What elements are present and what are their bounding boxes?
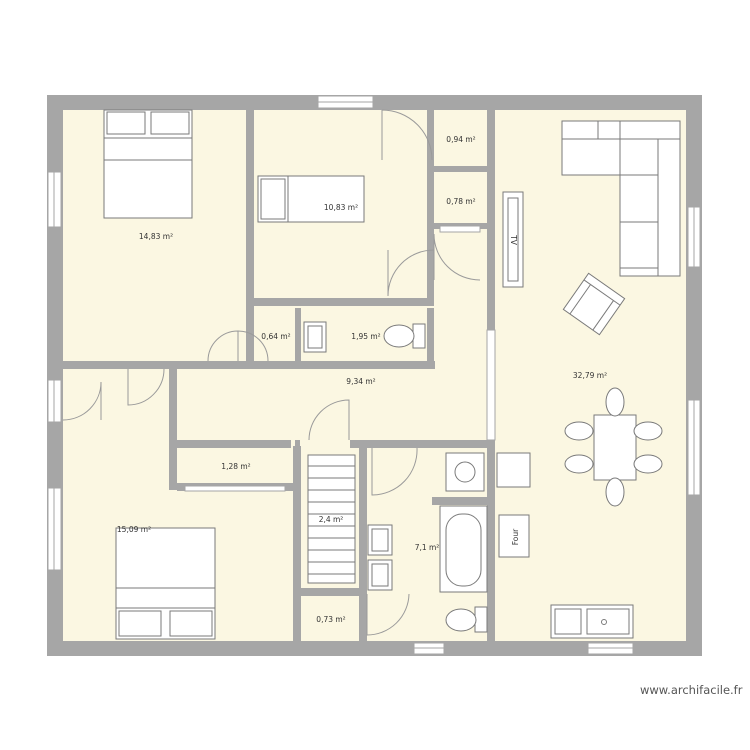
room-area-bedroom-1: 14,83 m² [139,232,173,241]
room-area-stairs: 2,4 m² [319,515,344,524]
tv-icon [502,191,524,288]
armchair-icon [562,272,626,336]
room-area-closet-4: 0,73 m² [316,615,345,624]
double-bed-icon [115,527,216,640]
dining-table-icon [564,387,663,507]
sofa-icon [561,120,681,277]
room-area-toilet: 1,95 m² [351,332,380,341]
double-bed-icon [103,109,193,219]
kitchen-sink-icon [550,604,634,639]
freezer-icon [496,452,531,488]
room-area-closet-2: 0,78 m² [446,197,475,206]
toilet-icon [445,606,488,633]
single-bed-icon [257,175,365,223]
room-area-bedroom-2: 10,83 m² [324,203,358,212]
room-area-storage: 1,28 m² [221,462,250,471]
oven-label: Four [511,528,520,545]
room-area-closet-1: 0,94 m² [446,135,475,144]
furniture [103,109,681,640]
room-area-hallway: 9,34 m² [346,377,375,386]
watermark: www.archifacile.fr [640,683,743,697]
toilet-icon [383,323,426,349]
windows [47,95,701,655]
room-area-closet-3: 0,64 m² [261,332,290,341]
room-area-living: 32,79 m² [573,371,607,380]
oven-icon [498,514,530,558]
sink-icon [303,321,327,353]
cooktop-icon [445,452,485,492]
bathtub-icon [439,505,488,593]
stairs-icon [307,454,356,584]
room-labels: 14,83 m² 10,83 m² 0,94 m² 0,78 m² 0,64 m… [117,135,607,624]
doors [62,109,481,636]
room-area-bathroom: 7,1 m² [415,543,440,552]
washbasin-icon [367,524,393,591]
room-area-bedroom-3: 15,09 m² [117,525,151,534]
tv-label: TV [509,234,518,246]
